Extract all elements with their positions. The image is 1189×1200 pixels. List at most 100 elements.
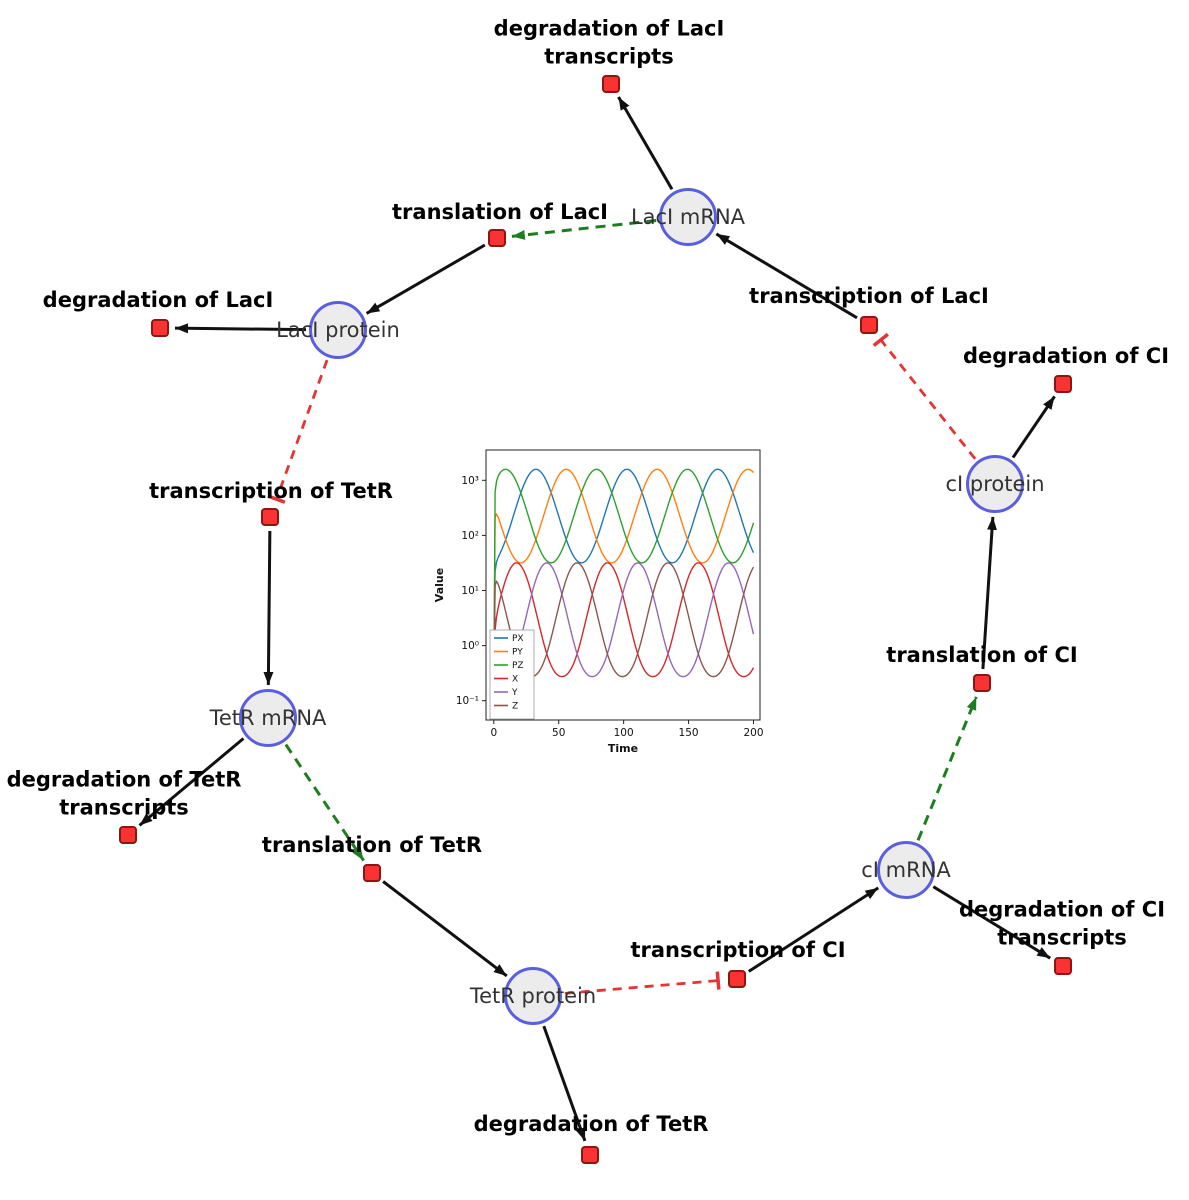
edge-ci-mrna-to-deg-ci-tx: [932, 885, 1051, 960]
reaction-node-transl-laci[interactable]: [488, 229, 506, 247]
chart-legend-box: [489, 629, 535, 720]
edge-laci-protein-to-tx-tetr: [275, 359, 329, 500]
edge-tx-ci-to-ci-mrna: [747, 886, 880, 973]
inhibit-tbar-ci-protein-to-tx-laci: [872, 332, 889, 347]
reaction-node-tx-ci[interactable]: [728, 970, 746, 988]
reaction-label-tx-tetr: transcription of TetR: [149, 478, 393, 506]
inhibit-tbar-tetr-protein-to-tx-ci: [715, 971, 721, 990]
reaction-label-line: translation of TetR: [261, 833, 483, 858]
reaction-node-deg-laci[interactable]: [151, 319, 169, 337]
reaction-label-tx-laci: transcription of LacI: [749, 283, 989, 311]
reaction-label-line: transcripts: [544, 44, 674, 68]
chart-line-Z: [493, 562, 755, 698]
reaction-node-deg-tetr-tx[interactable]: [119, 826, 137, 844]
reaction-label-line: degradation of TetR: [6, 767, 242, 792]
reaction-label-line: transcripts: [997, 925, 1127, 949]
reaction-label-tx-ci: transcription of CI: [630, 937, 845, 965]
x-tick-label: 50: [552, 727, 565, 739]
inhibit-tbar-laci-protein-to-tx-tetr: [267, 494, 286, 504]
chart-line-Y: [493, 562, 755, 698]
reaction-label-line: transcription of CI: [630, 938, 846, 963]
chart-line-PZ: [493, 468, 755, 698]
reaction-node-deg-ci-tx[interactable]: [1054, 957, 1072, 975]
reaction-label-line: transcription of LacI: [749, 284, 989, 309]
species-label-laci-mrna: LacI mRNA: [630, 205, 746, 229]
edge-laci-mrna-to-deg-laci-tx: [617, 96, 674, 191]
reaction-node-deg-tetr[interactable]: [581, 1146, 599, 1164]
y-tick-label: 10⁰: [461, 640, 479, 652]
reaction-label-deg-laci: degradation of LacI: [43, 287, 274, 315]
species-label-tetr-mrna: TetR mRNA: [209, 706, 327, 730]
reaction-node-deg-ci[interactable]: [1054, 375, 1072, 393]
edge-tetr-protein-to-deg-tetr: [542, 1025, 587, 1142]
reaction-label-line: transcripts: [59, 795, 189, 819]
species-node-tetr-protein[interactable]: [504, 967, 562, 1025]
legend-label-PZ: PZ: [512, 661, 524, 671]
species-node-laci-protein[interactable]: [309, 301, 367, 359]
reaction-label-deg-ci: degradation of CI: [963, 343, 1169, 371]
reaction-label-deg-ci-tx: degradation of CI transcripts: [959, 896, 1165, 951]
edge-tx-tetr-to-tetr-mrna: [263, 530, 274, 686]
y-tick-label: 10⁻¹: [456, 695, 479, 707]
species-label-laci-protein: LacI protein: [276, 318, 400, 342]
edge-ci-protein-to-deg-ci: [1011, 395, 1056, 459]
chart-line-PY: [493, 468, 755, 698]
reaction-label-line: degradation of TetR: [473, 1112, 709, 1137]
species-node-ci-mrna[interactable]: [877, 841, 935, 899]
reaction-label-transl-tetr: translation of TetR: [262, 832, 482, 860]
legend-label-Y: Y: [511, 688, 518, 698]
legend-label-PX: PX: [512, 634, 524, 644]
reaction-label-deg-tetr: degradation of TetR: [474, 1111, 709, 1139]
edge-transl-tetr-to-tetr-protein: [382, 880, 508, 978]
reaction-label-line: degradation of CI: [962, 344, 1170, 369]
legend-label-PY: PY: [512, 648, 523, 658]
edge-ci-mrna-to-transl-ci: [916, 696, 978, 841]
edge-tetr-protein-to-tx-ci: [564, 979, 719, 995]
chart-axes-box: [485, 449, 761, 721]
species-node-tetr-mrna[interactable]: [239, 689, 297, 747]
reaction-node-tx-laci[interactable]: [860, 316, 878, 334]
reaction-label-line: degradation of CI: [958, 897, 1166, 922]
reaction-node-transl-ci[interactable]: [973, 674, 991, 692]
species-label-tetr-protein: TetR protein: [469, 984, 597, 1008]
reaction-label-deg-laci-tx: degradation of LacI transcripts: [494, 15, 725, 70]
reaction-label-transl-laci: translation of LacI: [392, 199, 608, 227]
chart-background: [430, 438, 775, 766]
edge-tetr-mrna-to-transl-tetr: [284, 743, 365, 862]
legend-label-Z: Z: [512, 702, 518, 712]
reaction-label-line: transcription of TetR: [149, 479, 393, 504]
edge-laci-protein-to-deg-laci: [174, 323, 307, 334]
edge-tx-laci-to-laci-mrna: [715, 232, 858, 320]
reaction-label-line: degradation of LacI: [493, 16, 725, 41]
edge-transl-ci-to-ci-protein: [981, 516, 997, 670]
reaction-node-deg-laci-tx[interactable]: [602, 75, 620, 93]
reaction-label-deg-tetr-tx: degradation of TetR transcripts: [7, 766, 242, 821]
chart-line-PX: [493, 468, 755, 698]
species-label-ci-protein: cI protein: [945, 472, 1045, 496]
y-tick-label: 10¹: [461, 585, 479, 597]
x-tick-label: 0: [490, 727, 497, 739]
chart-line-X: [493, 562, 755, 698]
reaction-label-line: translation of CI: [886, 643, 1078, 668]
x-tick-label: 150: [679, 727, 699, 739]
chart-xlabel: Time: [608, 742, 638, 755]
species-label-ci-mrna: cI mRNA: [861, 858, 951, 882]
species-node-ci-protein[interactable]: [966, 455, 1024, 513]
reaction-label-line: translation of LacI: [392, 200, 608, 225]
reaction-label-line: degradation of LacI: [42, 288, 274, 313]
chart-series-group: [493, 468, 755, 698]
chart-ylabel: Value: [433, 568, 446, 602]
edge-tetr-mrna-to-deg-tetr-tx: [138, 737, 245, 827]
reaction-node-tx-tetr[interactable]: [261, 508, 279, 526]
y-tick-label: 10³: [461, 475, 479, 487]
species-node-laci-mrna[interactable]: [659, 188, 717, 246]
reaction-label-transl-ci: translation of CI: [886, 642, 1077, 670]
reaction-node-transl-tetr[interactable]: [363, 864, 381, 882]
y-tick-label: 10²: [461, 530, 479, 542]
edge-laci-mrna-to-transl-laci: [511, 219, 657, 240]
x-tick-label: 100: [614, 727, 634, 739]
